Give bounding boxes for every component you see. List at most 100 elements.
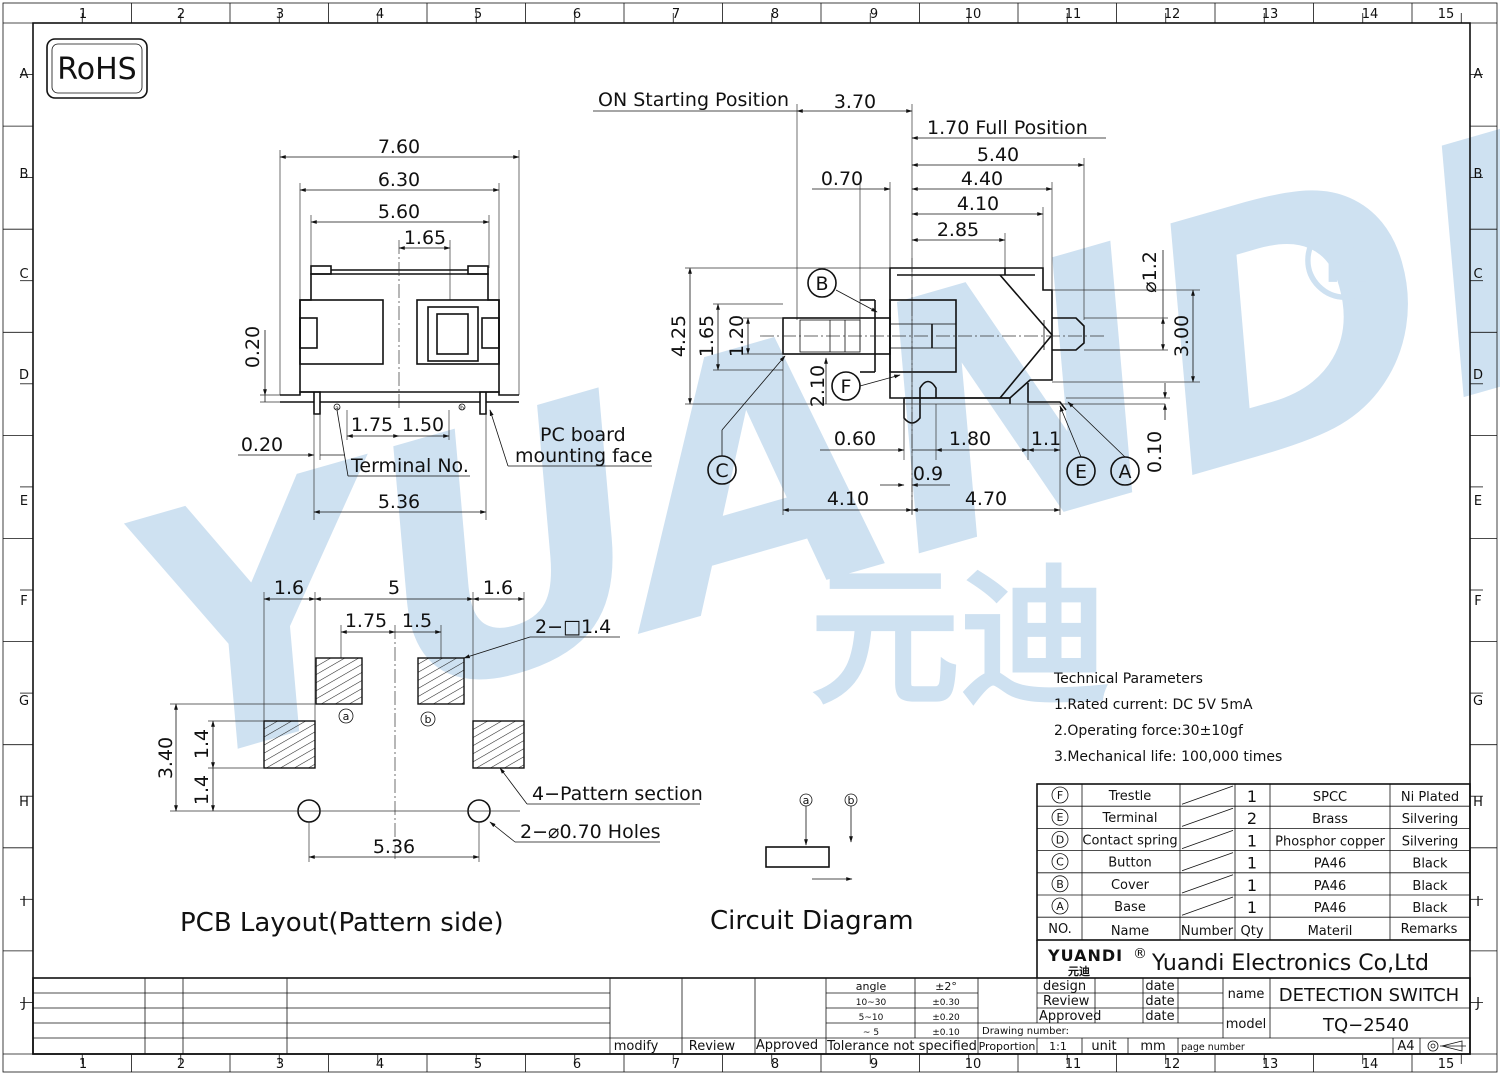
column-label-bottom: 8 <box>771 1057 779 1072</box>
pcb-pin-a-label: a <box>343 710 350 723</box>
row-label-left: C <box>19 267 28 282</box>
bom-header-no: NO. <box>1048 922 1072 937</box>
bom-header-name: Name <box>1111 924 1149 939</box>
pad-size-label: 2−□1.4 <box>535 616 611 638</box>
row-label-right: E <box>1474 494 1482 509</box>
dim-5: 5 <box>388 577 400 599</box>
callout-b: B <box>807 268 878 313</box>
pc-board-label: PC board <box>540 424 626 446</box>
bom-remarks: Silvering <box>1402 812 1459 827</box>
dim-1-6-right: 1.6 <box>483 577 513 599</box>
bom-mark: F <box>1057 789 1063 802</box>
column-label-top: 5 <box>474 7 482 22</box>
tolerance-row3-range: ~ 5 <box>863 1028 879 1038</box>
bom-name: Base <box>1114 900 1146 915</box>
bom-remarks: Black <box>1412 901 1448 916</box>
column-label-top: 7 <box>672 7 680 22</box>
bom-name: Terminal <box>1102 811 1158 826</box>
callout-a: A <box>1067 401 1140 486</box>
title-block: YUANDI 元迪 Yuandi Electronics Co,Ltd ® mo… <box>32 940 1471 1055</box>
company-logo-registered: ® <box>1133 946 1147 962</box>
front-pin-a-label: a <box>335 405 339 412</box>
dim-1-1: 1.1 <box>1031 428 1061 450</box>
svg-text:C: C <box>715 460 728 482</box>
dim-1-5-pcb: 1.5 <box>402 610 432 632</box>
row-label-right: C <box>1473 267 1482 282</box>
circuit-diagram: a b Circuit Diagram <box>710 793 914 936</box>
column-label-bottom: 13 <box>1262 1057 1279 1072</box>
column-label-bottom: 14 <box>1362 1057 1379 1072</box>
column-label-bottom: 7 <box>672 1057 680 1072</box>
bom-qty: 2 <box>1247 809 1257 828</box>
bom-header-number: Number <box>1181 924 1234 939</box>
dim-4-25: 4.25 <box>668 315 690 357</box>
svg-text:F: F <box>841 376 852 398</box>
bom-remarks: Black <box>1412 879 1448 894</box>
dim-4-40: 4.40 <box>961 168 1003 190</box>
row-label-left: H <box>19 795 29 810</box>
column-label-top: 8 <box>771 7 779 22</box>
row-label-right: F <box>1474 594 1481 609</box>
bom-header-material: Materil <box>1308 924 1353 939</box>
column-label-top: 11 <box>1065 7 1082 22</box>
bom-remarks: Black <box>1412 857 1448 872</box>
dim-dia-1-2: ⌀1.2 <box>1139 251 1161 293</box>
unit-value: mm <box>1140 1039 1165 1054</box>
company-name: Yuandi Electronics Co,Ltd <box>1151 951 1429 976</box>
column-label-top: 4 <box>376 7 384 22</box>
dim-0-60: 0.60 <box>834 428 876 450</box>
bom-mark: A <box>1056 900 1064 913</box>
date-label-2: date <box>1145 994 1174 1009</box>
dim-1-75-pcb: 1.75 <box>345 610 387 632</box>
dim-5-36-pcb: 5.36 <box>373 836 415 858</box>
column-label-top: 14 <box>1362 7 1379 22</box>
dim-1-80: 1.80 <box>949 428 991 450</box>
dim-0-9: 0.9 <box>913 463 943 485</box>
unit-label: unit <box>1091 1039 1116 1054</box>
column-label-bottom: 2 <box>177 1057 185 1072</box>
column-label-top: 13 <box>1262 7 1279 22</box>
bom-remarks: Ni Plated <box>1401 790 1459 805</box>
on-starting-position-label: ON Starting Position <box>598 89 789 111</box>
bom-qty: 1 <box>1247 898 1257 917</box>
technical-heading: Technical Parameters <box>1053 671 1203 687</box>
holes-label: 2−⌀0.70 Holes <box>520 821 661 843</box>
column-label-bottom: 11 <box>1065 1057 1082 1072</box>
dim-1-75-front: 1.75 <box>351 414 393 436</box>
row-label-left: E <box>20 494 28 509</box>
rohs-badge: RoHS <box>46 38 148 99</box>
bom-material: SPCC <box>1313 790 1347 805</box>
bom-material: Brass <box>1312 812 1348 827</box>
bom-material: Phosphor copper <box>1275 834 1385 849</box>
dim-0-20-horizontal: 0.20 <box>241 434 283 456</box>
column-label-bottom: 15 <box>1438 1057 1455 1072</box>
dim-3-70: 3.70 <box>834 91 876 113</box>
row-label-left: A <box>20 67 29 82</box>
column-label-top: 10 <box>965 7 982 22</box>
row-label-left: D <box>19 368 29 383</box>
row-label-right: H <box>1473 795 1483 810</box>
column-label-bottom: 12 <box>1164 1057 1181 1072</box>
column-label-top: 2 <box>177 7 185 22</box>
proportion-value: 1:1 <box>1049 1040 1067 1053</box>
bom-qty: 1 <box>1247 854 1257 873</box>
side-view: ON Starting Position 3.70 1.70 Full Posi… <box>593 89 1200 515</box>
column-label-bottom: 4 <box>376 1057 384 1072</box>
svg-text:E: E <box>1075 461 1087 483</box>
watermark-chinese: 元迪 <box>810 552 1110 726</box>
bom-name: Contact spring <box>1082 833 1177 848</box>
row-label-left: B <box>20 167 29 182</box>
revision-approved: Approved <box>756 1038 818 1053</box>
dim-0-20-vertical: 0.20 <box>242 326 264 368</box>
bom-material: PA46 <box>1314 857 1346 872</box>
technical-item-3: 3.Mechanical life: 100,000 times <box>1054 749 1282 765</box>
column-label-top: 1 <box>79 7 87 22</box>
dim-1-65: 1.65 <box>404 227 446 249</box>
bom-name: Trestle <box>1108 789 1152 804</box>
tolerance-row1-value: ±0.30 <box>932 998 960 1008</box>
technical-item-2: 2.Operating force:30±10gf <box>1054 723 1244 739</box>
